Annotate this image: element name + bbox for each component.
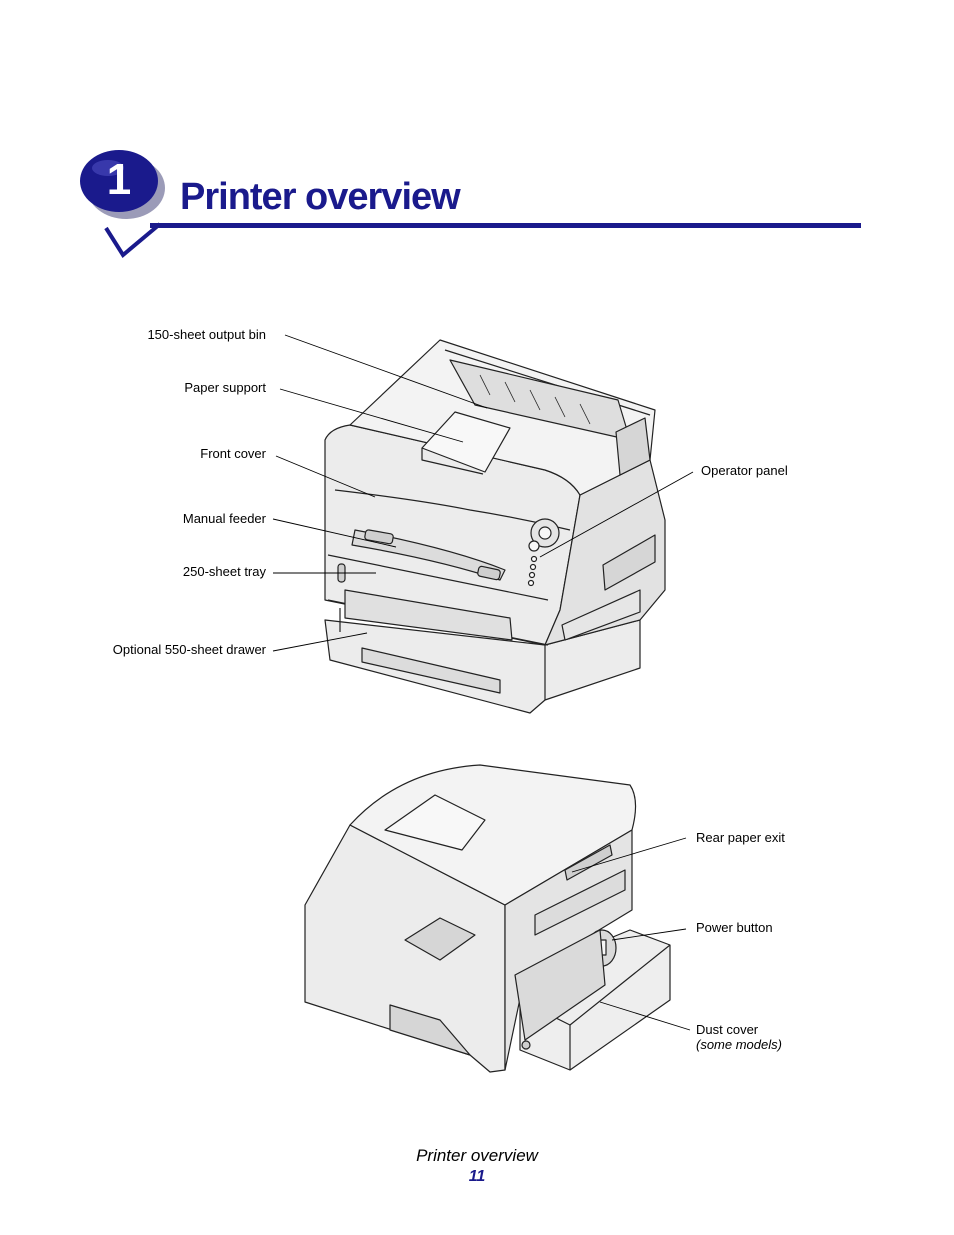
label-paper-support: Paper support	[184, 380, 266, 395]
label-dust-cover-note: (some models)	[696, 1037, 782, 1052]
title-rule	[150, 223, 861, 228]
label-250-sheet-tray: 250-sheet tray	[182, 564, 266, 579]
label-power-button: Power button	[696, 920, 773, 935]
rear-printer-illustration	[304, 764, 671, 1073]
footer-title: Printer overview	[416, 1146, 538, 1165]
label-550-sheet-drawer: Optional 550-sheet drawer	[112, 642, 266, 657]
label-front-cover: Front cover	[200, 446, 266, 461]
label-rear-paper-exit: Rear paper exit	[696, 830, 785, 845]
label-dust-cover-text: Dust cover	[696, 1022, 759, 1037]
chapter-number: 1	[106, 155, 132, 204]
front-printer-illustration	[324, 339, 666, 714]
label-output-bin: 150-sheet output bin	[147, 327, 266, 342]
chapter-badge-icon	[80, 150, 165, 259]
page-number: 11	[468, 1168, 486, 1185]
label-operator-panel: Operator panel	[701, 463, 788, 478]
callout-lines	[272, 334, 694, 1031]
page-title: Printer overview	[180, 176, 461, 218]
label-manual-feeder: Manual feeder	[182, 511, 266, 526]
label-dust-cover: Dust cover (some models)	[696, 1022, 782, 1052]
